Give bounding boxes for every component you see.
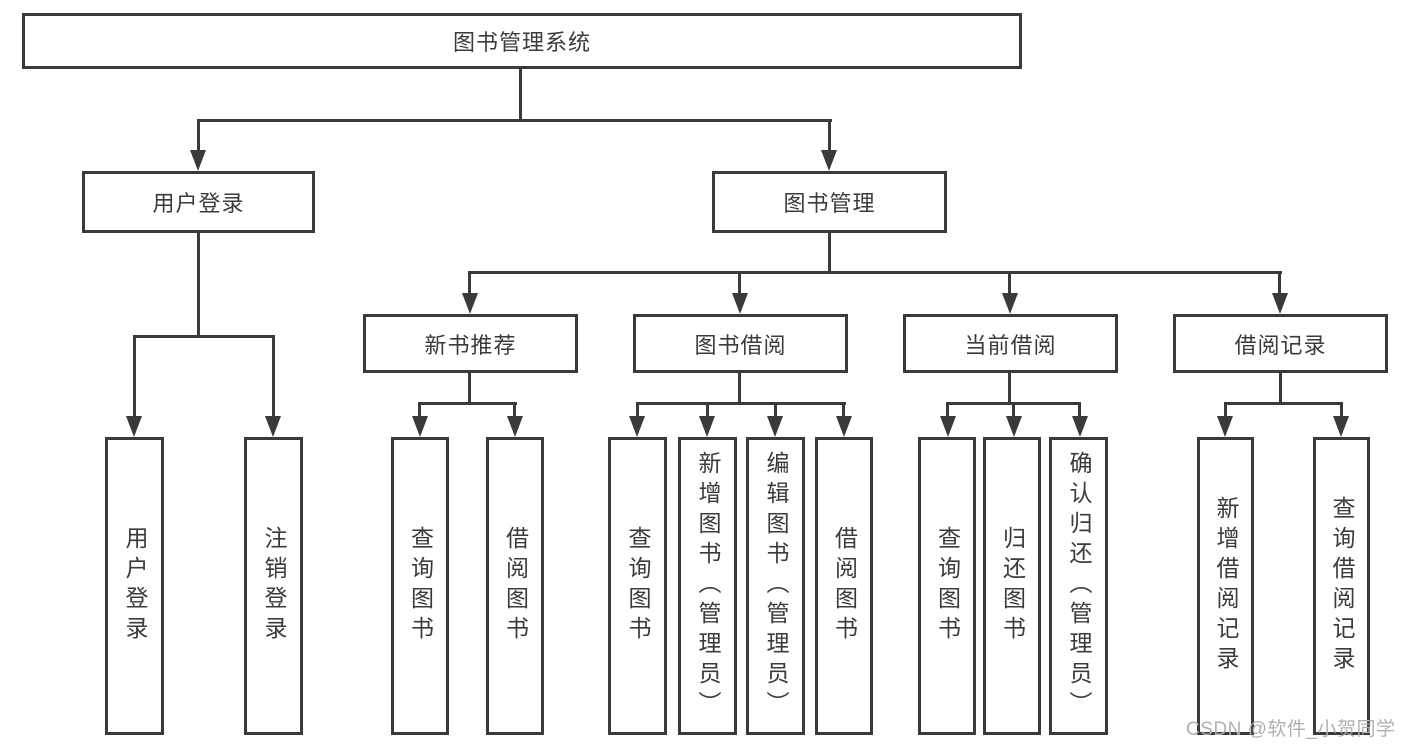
arrow-down-icon: [732, 293, 748, 314]
arrow-down-icon: [699, 416, 715, 437]
connector-line: [133, 335, 275, 338]
connector-line: [1279, 372, 1282, 405]
arrow-down-icon: [767, 416, 783, 437]
connector-line: [828, 119, 831, 152]
connector-line: [636, 402, 639, 420]
arrow-down-icon: [265, 416, 281, 437]
arrow-down-icon: [412, 416, 428, 437]
arrow-down-icon: [629, 416, 645, 437]
csdn-watermark: CSDN @软件_小贺同学: [1186, 719, 1396, 740]
leaf-recommend-borrow-books: 借阅图书: [486, 437, 544, 735]
leaf-borrow-borrow-books: 借阅图书: [815, 437, 873, 735]
leaf-recommend-query-books: 查询图书: [391, 437, 449, 735]
connector-line: [197, 232, 200, 338]
connector-line: [1340, 402, 1343, 420]
arrow-down-icon: [1217, 416, 1233, 437]
connector-line: [1012, 402, 1015, 420]
connector-line: [1008, 372, 1011, 405]
connector-line: [468, 271, 471, 297]
arrow-down-icon: [190, 150, 206, 171]
leaf-current-confirm-return-admin: 确认归还（管理员）: [1049, 437, 1108, 735]
node-root: 图书管理系统: [22, 13, 1022, 69]
connector-line: [197, 119, 832, 122]
leaf-records-query-borrow-record: 查询借阅记录: [1313, 437, 1370, 735]
leaf-current-query-books: 查询图书: [918, 437, 976, 735]
arrow-down-icon: [1072, 416, 1088, 437]
arrow-down-icon: [821, 150, 837, 171]
node-new-book-recommend: 新书推荐: [363, 314, 578, 373]
arrow-down-icon: [1002, 293, 1018, 314]
node-current-borrow: 当前借阅: [903, 314, 1118, 373]
connector-line: [272, 335, 275, 418]
arrow-down-icon: [507, 416, 523, 437]
connector-line: [468, 372, 471, 405]
connector-line: [1078, 402, 1081, 420]
leaf-current-return-books: 归还图书: [983, 437, 1041, 735]
connector-line: [468, 271, 1282, 274]
arrow-down-icon: [1006, 416, 1022, 437]
leaf-borrow-add-books-admin: 新增图书（管理员）: [678, 437, 737, 735]
node-book-borrow: 图书借阅: [633, 314, 848, 373]
connector-line: [513, 402, 516, 420]
connector-line: [828, 232, 831, 274]
connector-line: [706, 402, 709, 420]
node-borrow-records: 借阅记录: [1173, 314, 1388, 373]
arrow-down-icon: [1333, 416, 1349, 437]
arrow-down-icon: [126, 416, 142, 437]
connector-line: [636, 402, 846, 405]
connector-line: [1008, 271, 1011, 297]
arrow-down-icon: [1272, 293, 1288, 314]
connector-line: [946, 402, 949, 420]
connector-line: [738, 372, 741, 405]
connector-line: [1278, 271, 1281, 297]
leaf-logout: 注销登录: [244, 437, 303, 735]
connector-line: [774, 402, 777, 420]
connector-line: [519, 68, 522, 121]
arrow-down-icon: [462, 293, 478, 314]
connector-line: [197, 119, 200, 152]
leaf-records-add-borrow-record: 新增借阅记录: [1197, 437, 1254, 735]
connector-line: [1224, 402, 1227, 420]
leaf-user-login: 用户登录: [105, 437, 164, 735]
connector-line: [842, 402, 845, 420]
connector-line: [133, 335, 136, 418]
arrow-down-icon: [836, 416, 852, 437]
arrow-down-icon: [940, 416, 956, 437]
leaf-borrow-query-books: 查询图书: [608, 437, 667, 735]
node-book-management: 图书管理: [712, 171, 947, 233]
leaf-borrow-edit-books-admin: 编辑图书（管理员）: [746, 437, 805, 735]
connector-line: [418, 402, 517, 405]
connector-line: [738, 271, 741, 297]
node-user-login: 用户登录: [82, 171, 315, 233]
connector-line: [418, 402, 421, 420]
connector-line: [1224, 402, 1343, 405]
